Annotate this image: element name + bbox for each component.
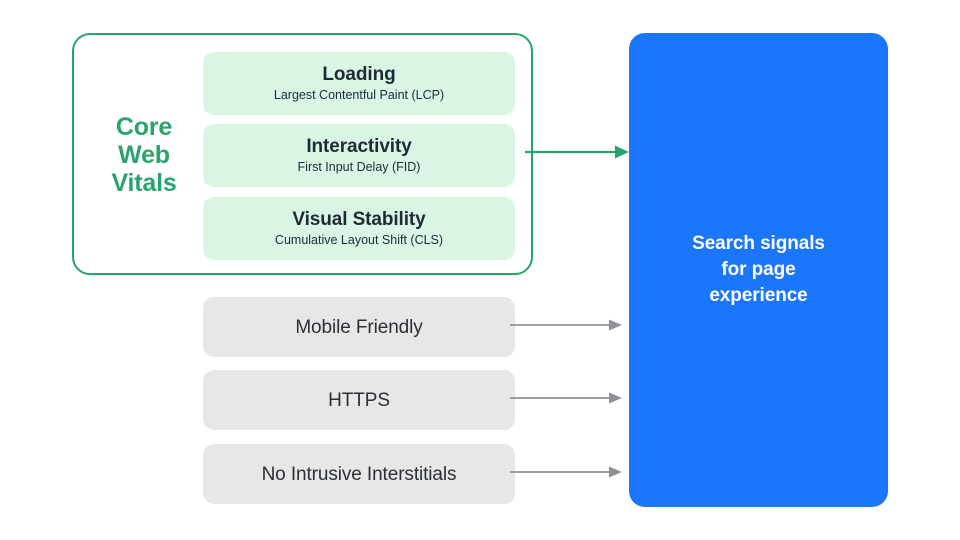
metric-title-loading: Loading <box>322 64 396 85</box>
signal-label-https: HTTPS <box>328 389 390 411</box>
metric-title-visual-stability: Visual Stability <box>292 209 426 230</box>
signal-label-no-intrusive-interstitials: No Intrusive Interstitials <box>261 463 457 485</box>
search-signals-destination-label: Search signals for page experience <box>692 233 825 306</box>
metric-title-interactivity: Interactivity <box>306 136 412 157</box>
core-web-vitals-group-label: Core Web Vitals <box>111 113 177 197</box>
arrow-mobile-friendly-to-destination <box>510 319 622 331</box>
metric-card-visual-stability[interactable]: Visual Stability Cumulative Layout Shift… <box>203 197 515 260</box>
search-signals-destination-box[interactable]: Search signals for page experience <box>629 33 888 507</box>
metric-card-loading[interactable]: Loading Largest Contentful Paint (LCP) <box>203 52 515 115</box>
signal-card-no-intrusive-interstitials[interactable]: No Intrusive Interstitials <box>203 444 515 504</box>
metric-subtitle-loading: Largest Contentful Paint (LCP) <box>273 88 445 102</box>
metric-card-interactivity[interactable]: Interactivity First Input Delay (FID) <box>203 124 515 187</box>
signal-card-mobile-friendly[interactable]: Mobile Friendly <box>203 297 515 357</box>
arrow-no-intrusive-interstitials-to-destination <box>510 466 622 478</box>
metric-subtitle-interactivity: First Input Delay (FID) <box>297 160 421 174</box>
signal-label-mobile-friendly: Mobile Friendly <box>295 316 423 338</box>
arrow-https-to-destination <box>510 392 622 404</box>
signal-card-https[interactable]: HTTPS <box>203 370 515 430</box>
arrow-core-web-vitals-to-destination <box>525 145 629 159</box>
metric-subtitle-visual-stability: Cumulative Layout Shift (CLS) <box>274 233 444 247</box>
